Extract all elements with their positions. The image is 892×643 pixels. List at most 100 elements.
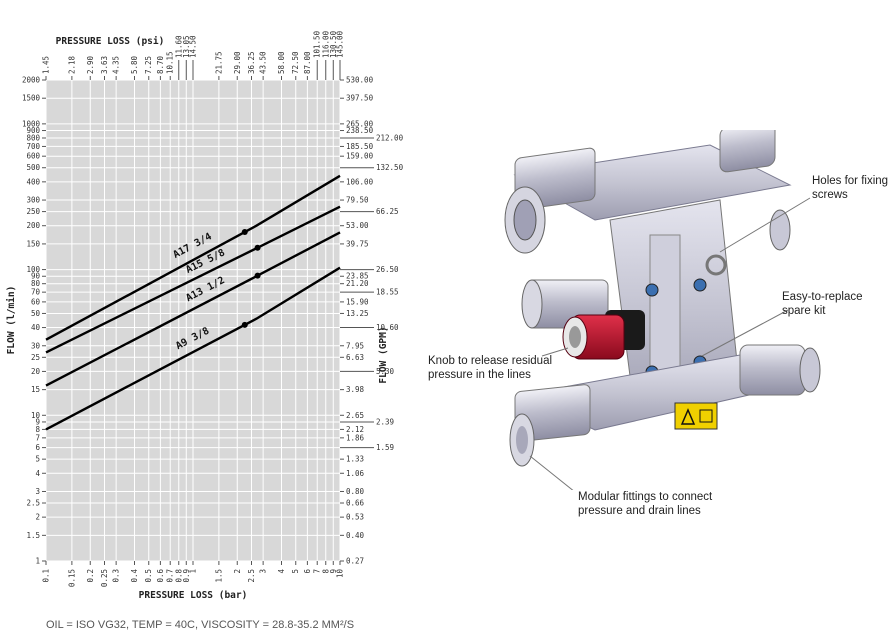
y-tick-label: 40 (31, 323, 41, 332)
x2-tick-label: 1.45 (42, 56, 51, 74)
valve-illustration (504, 130, 821, 490)
y-tick-label: 50 (31, 309, 41, 318)
y-axis-title: FLOW (l/min) (6, 286, 17, 355)
release-knob (562, 310, 645, 360)
callout-lines (529, 197, 811, 490)
y2-tick-label: 66.25 (376, 207, 399, 216)
x-tick-label: 0.7 (166, 569, 175, 583)
x-tick-label: 7 (313, 569, 322, 574)
y2-tick-label: 0.27 (346, 557, 364, 566)
y2-tick-label: 1.86 (346, 433, 365, 442)
x2-tick-label: 5.80 (130, 55, 139, 74)
x2-tick-label: 130.50 (329, 30, 338, 58)
y-tick-label: 80 (31, 279, 41, 288)
callout-holes: Holes for fixing screws (812, 175, 889, 201)
grid-lines (45, 79, 341, 562)
x2-tick-label: 116.00 (321, 30, 330, 58)
y2-tick-label: 79.50 (346, 196, 369, 205)
y2-tick-label: 0.53 (346, 513, 364, 522)
y2-tick-label: 53.00 (346, 221, 369, 230)
y2-tick-label: 2.39 (376, 417, 394, 426)
y2-tick-label: 530.00 (346, 76, 374, 85)
y2-tick-label: 21.20 (346, 279, 369, 288)
x2-tick-label: 4.35 (112, 56, 121, 74)
x-tick-label: 0.5 (144, 569, 153, 583)
y-tick-label: 200 (26, 221, 40, 230)
x2-tick-label: 10.15 (166, 51, 175, 74)
y2-tick-label: 397.50 (346, 94, 374, 103)
x2-tick-label: 3.63 (100, 56, 109, 74)
x2-tick-label: 11.60 (174, 35, 183, 58)
y-tick-label: 250 (26, 207, 40, 216)
series-marker (241, 321, 248, 328)
x-tick-label: 0.25 (100, 569, 109, 587)
y2-tick-label: 185.50 (346, 142, 374, 151)
y-tick-label: 3 (35, 487, 40, 496)
x-tick-label: 4 (277, 569, 286, 574)
y2-tick-label: 7.95 (346, 341, 364, 350)
y-tick-label: 1 (35, 557, 40, 566)
y-tick-label: 90 (31, 272, 41, 281)
y-tick-label: 60 (31, 297, 41, 306)
y-tick-label: 20 (31, 367, 41, 376)
y2-tick-label: 1.33 (346, 455, 364, 464)
x-tick-label: 0.15 (67, 569, 76, 587)
x2-tick-label: 145.00 (336, 30, 345, 58)
y-tick-label: 10 (31, 411, 41, 420)
y2-tick-label: 0.66 (346, 499, 365, 508)
x2-tick-label: 8.70 (156, 55, 165, 74)
y-tick-label: 8 (35, 425, 40, 434)
y-tick-label: 15 (31, 385, 40, 394)
x2-tick-label: 43.50 (259, 51, 268, 74)
y2-tick-label: 212.00 (376, 133, 404, 142)
y2-axis-title: FLOW (GPM) (378, 326, 389, 383)
series-marker (241, 229, 248, 236)
x-tick-label: 9 (329, 569, 338, 574)
y2-tick-label: 0.40 (346, 531, 365, 540)
y-tick-label: 500 (26, 163, 40, 172)
y-tick-label: 800 (26, 133, 40, 142)
y2-tick-label: 159.00 (346, 152, 374, 161)
y2-tick-label: 265.00 (346, 119, 374, 128)
y-tick-label: 400 (26, 177, 40, 186)
y2-tick-label: 23.85 (346, 272, 369, 281)
series-marker (254, 272, 261, 279)
y-tick-label: 4 (35, 469, 40, 478)
y-tick-label: 700 (26, 142, 40, 151)
y2-tick-label: 0.80 (346, 487, 365, 496)
x-tick-label: 1.5 (214, 569, 223, 583)
y-tick-label: 1000 (22, 119, 41, 128)
y-tick-label: 2 (35, 513, 40, 522)
y-tick-label: 7 (35, 433, 40, 442)
x-tick-label: 8 (321, 569, 330, 574)
y-tick-label: 70 (31, 288, 41, 297)
y-tick-label: 900 (26, 126, 40, 135)
callout-fittings: Modular fittings to connect pressure and… (578, 491, 713, 517)
x-tick-label: 0.4 (130, 569, 139, 583)
y2-tick-label: 106.00 (346, 177, 374, 186)
x-tick-label: 10 (336, 569, 345, 579)
y-tick-label: 5 (35, 455, 40, 464)
y2-tick-label: 2.65 (346, 411, 364, 420)
y2-tick-label: 39.75 (346, 239, 369, 248)
x2-tick-label: 58.00 (277, 51, 286, 74)
y2-tick-label: 13.25 (346, 309, 369, 318)
y2-tick-label: 238.50 (346, 126, 374, 135)
y2-tick-label: 15.90 (346, 297, 369, 306)
y-axis-ticks: 11.522.534567891015202530405060708090100… (22, 76, 46, 566)
y-tick-label: 30 (31, 341, 41, 350)
y2-tick-label: 1.59 (376, 443, 394, 452)
x-tick-label: 0.6 (156, 569, 165, 583)
y-tick-label: 2000 (22, 76, 41, 85)
x2-tick-label: 2.90 (86, 55, 95, 74)
series-line (45, 266, 341, 431)
x-tick-label: 2.5 (247, 569, 256, 583)
y-tick-label: 100 (26, 265, 40, 274)
y-tick-label: 9 (35, 417, 40, 426)
x-tick-label: 6 (303, 569, 312, 574)
x2-tick-label: 14.50 (189, 35, 198, 58)
x-axis-title: PRESSURE LOSS (bar) (139, 590, 248, 601)
